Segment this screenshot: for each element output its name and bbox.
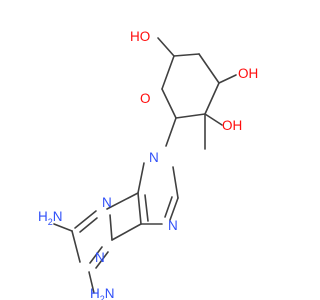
bond (204, 113, 223, 126)
bond (161, 55, 175, 90)
bond (111, 223, 142, 241)
n3-label: N (102, 195, 112, 210)
bond (164, 196, 173, 218)
bond (173, 53, 200, 57)
bond (157, 37, 175, 57)
amino-c6-subscript: 2 (100, 294, 105, 300)
bond (161, 88, 177, 119)
amino-c6-n: N (105, 286, 115, 300)
bond (172, 166, 179, 199)
c2-hydroxyl-label: OH (222, 118, 242, 133)
amino-c6-h: H (90, 286, 100, 300)
bond (79, 217, 98, 233)
bond (74, 210, 97, 229)
bond (89, 246, 103, 264)
bonds (53, 37, 237, 294)
bond (109, 214, 113, 241)
bond (175, 113, 206, 119)
bond (204, 82, 220, 115)
bond (95, 251, 109, 269)
bond (144, 194, 149, 222)
bond (198, 53, 220, 84)
n9-label: N (149, 150, 159, 165)
bond (169, 197, 179, 221)
bond (88, 271, 95, 294)
bond (165, 117, 177, 147)
c3-hydroxyl-label: OH (238, 66, 258, 81)
bond (53, 223, 73, 232)
amino-c6-label: H2N (90, 286, 115, 300)
n1-label: N (95, 250, 105, 265)
amino-c2-subscript: 2 (48, 217, 53, 227)
amino-c2-h: H (38, 209, 48, 224)
ring-oxygen-label: O (140, 91, 151, 106)
bond (71, 230, 81, 263)
atom-labels: HO OH OH O N N N N H2N H2N (38, 29, 258, 300)
bond (106, 192, 139, 210)
bond (137, 162, 145, 194)
amino-c2-label: H2N (38, 209, 63, 227)
bond (137, 192, 142, 225)
hydroxymethyl-ho-label: HO (130, 29, 150, 44)
molecule-structure: HO OH OH O N N N N H2N H2N (38, 29, 258, 300)
amino-c2-n: N (53, 209, 63, 224)
bond (218, 74, 237, 84)
n7-label: N (168, 218, 178, 233)
